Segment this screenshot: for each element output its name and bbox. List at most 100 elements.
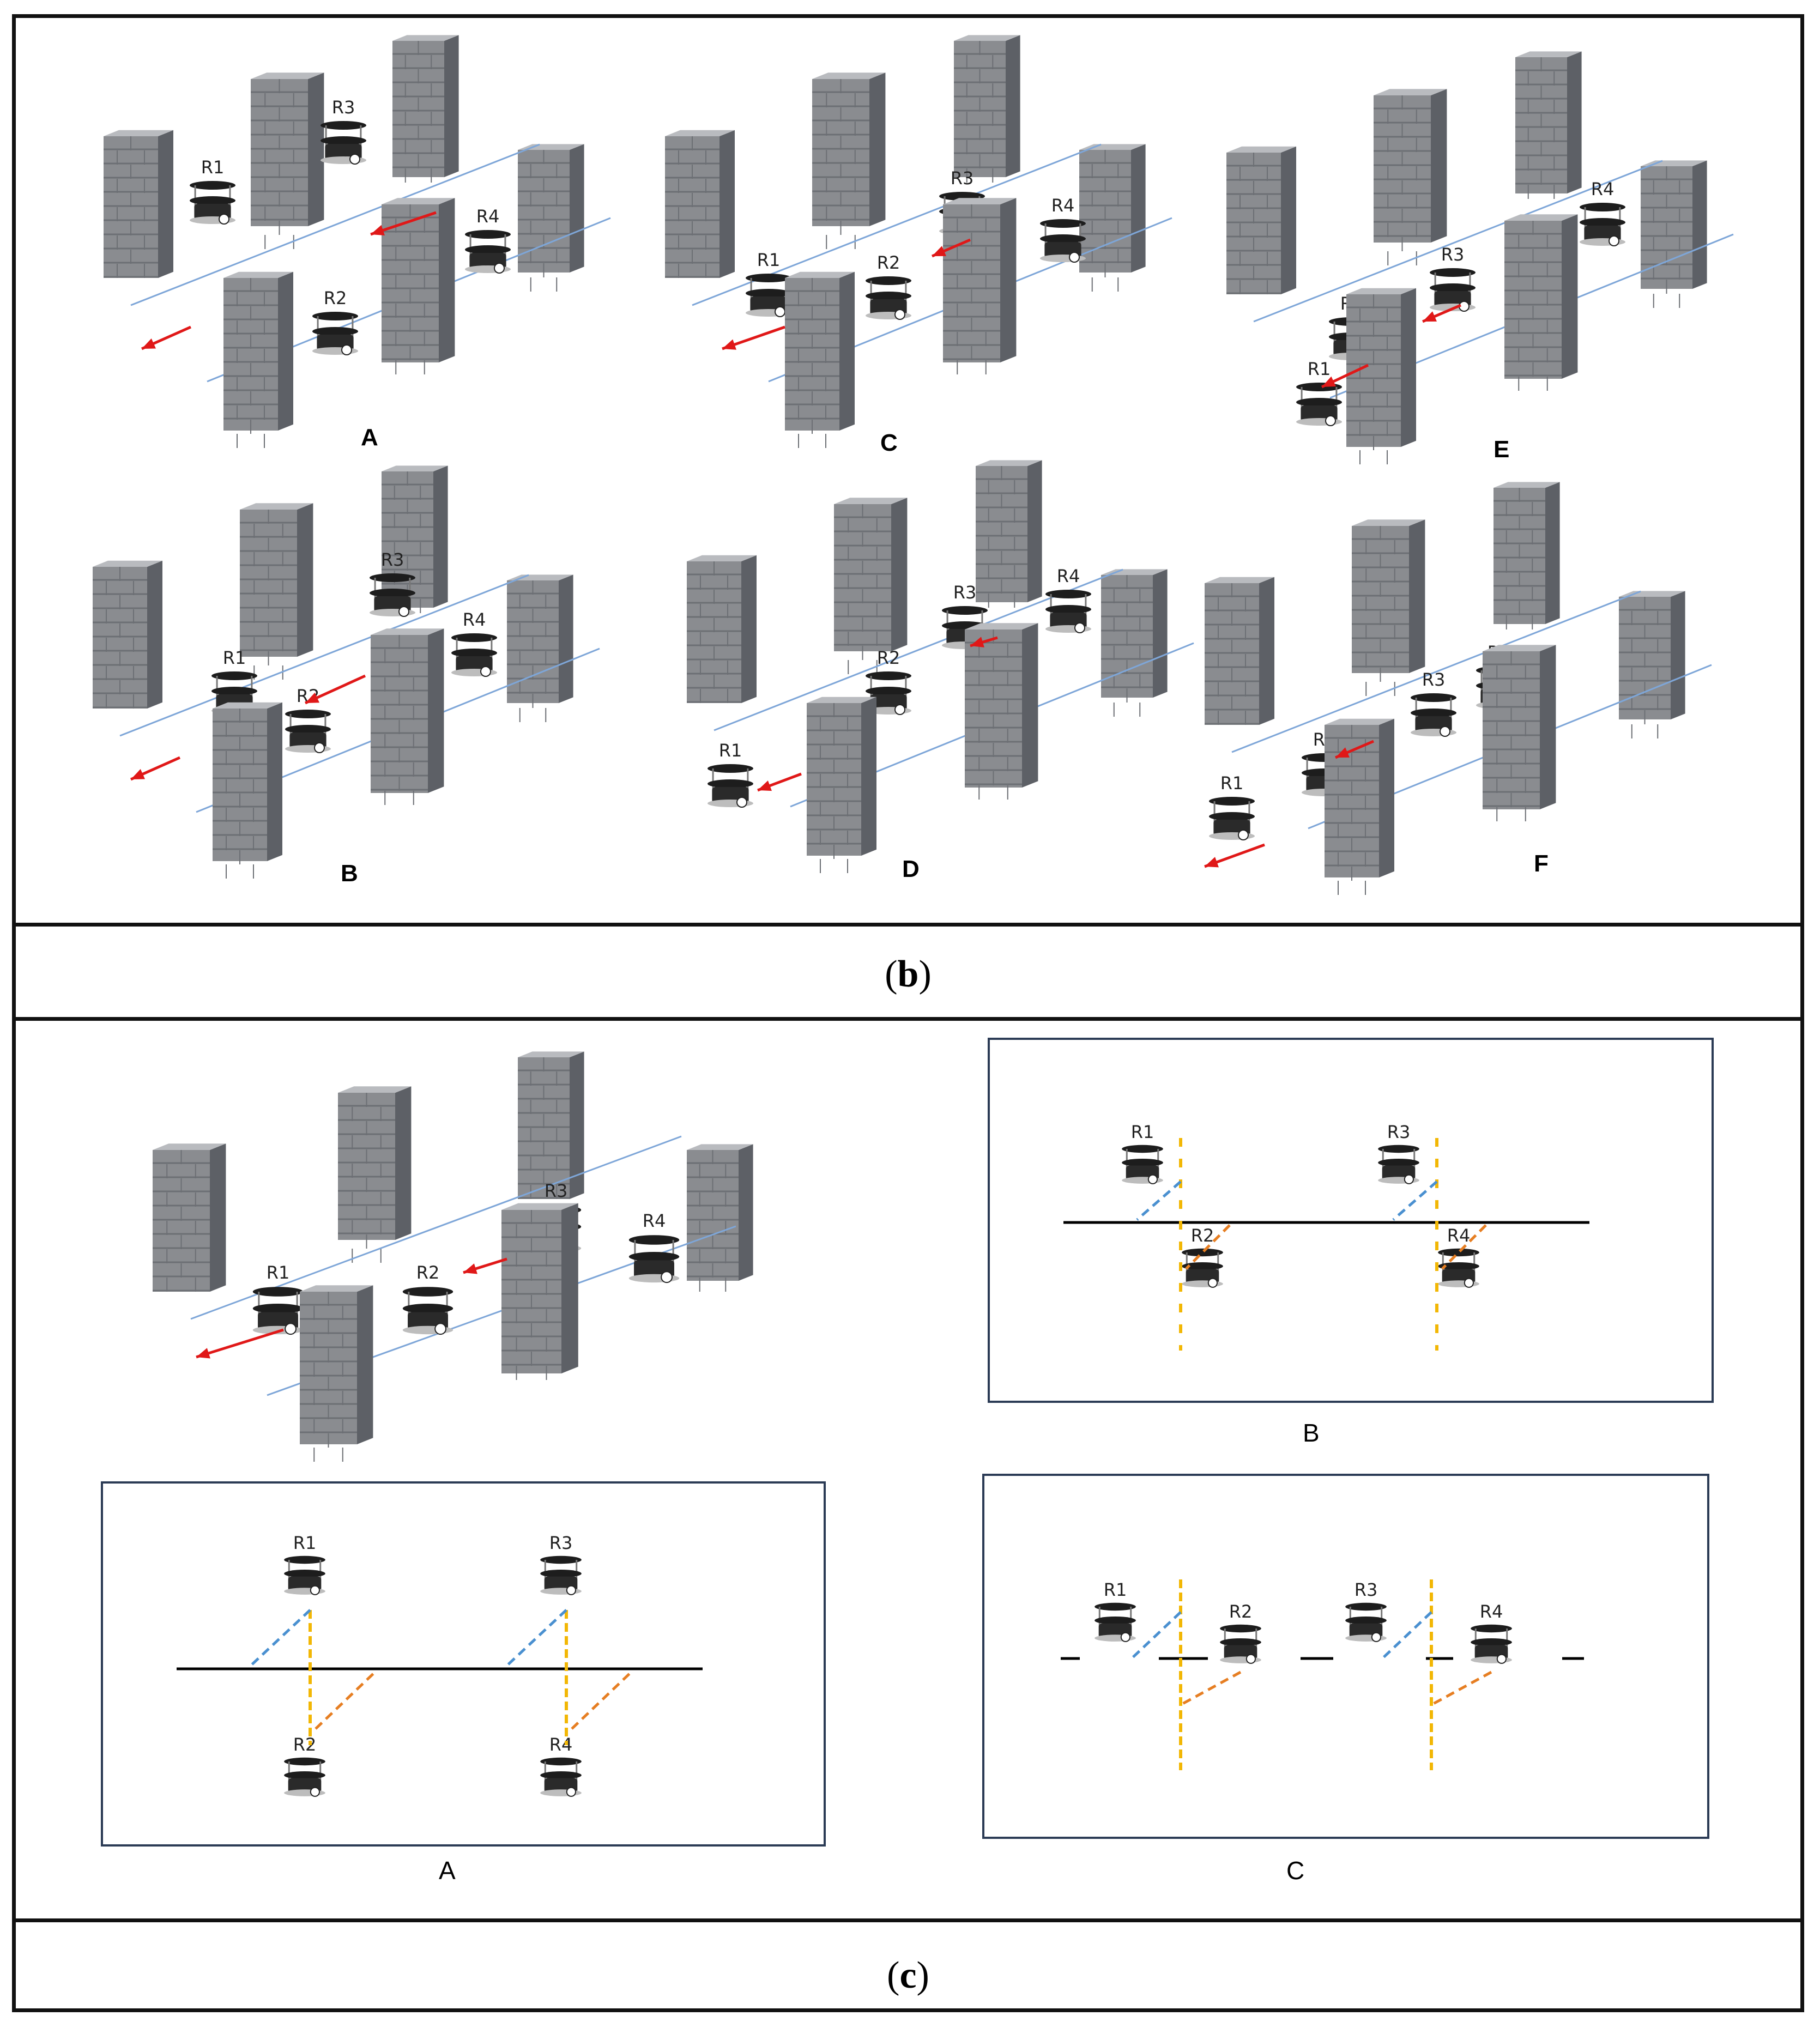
robot-r2: R2 [1182, 1225, 1223, 1288]
pillar [153, 1143, 226, 1292]
robot-r4: R4 [465, 206, 511, 274]
offset-line [1430, 1670, 1492, 1706]
robot-r2: R2 [866, 647, 911, 715]
svg-text:R1: R1 [719, 740, 742, 761]
robot-r4: R4 [1438, 1225, 1479, 1288]
robot-r4: R4 [1040, 195, 1086, 263]
pillar [785, 271, 855, 448]
motion-arrow [1204, 843, 1265, 868]
offset-line [1441, 1224, 1487, 1270]
svg-text:R2: R2 [877, 252, 900, 273]
svg-text:R2: R2 [1229, 1601, 1253, 1622]
scene-label-A: A [361, 424, 378, 451]
offset-line [1185, 1224, 1231, 1270]
motion-arrow [370, 211, 437, 236]
pillar [1346, 288, 1416, 464]
motion-arrow [141, 325, 192, 350]
svg-text:R3: R3 [951, 168, 974, 189]
robot-r1: R1 [1209, 773, 1255, 840]
pillar [1205, 577, 1274, 725]
pillar [1641, 160, 1707, 308]
pillar [251, 72, 324, 249]
pillar [687, 555, 757, 703]
pillar [1504, 214, 1578, 391]
pillar [1079, 144, 1146, 292]
svg-text:R3: R3 [1387, 1122, 1411, 1142]
motion-arrow [757, 772, 802, 792]
pillar [1352, 519, 1425, 696]
svg-text:R3: R3 [332, 97, 355, 118]
caption-c: (c) [887, 1954, 929, 1996]
diagram-label-B: B [1303, 1419, 1320, 1447]
svg-text:R1: R1 [201, 157, 225, 178]
robot-r4: R4 [1045, 566, 1091, 633]
offset-line [249, 1609, 311, 1667]
offset-line [315, 1670, 377, 1730]
svg-text:R4: R4 [1057, 566, 1080, 586]
offset-line [1136, 1181, 1182, 1221]
robot-r1: R1 [284, 1533, 325, 1595]
robot-r1: R1 [1095, 1579, 1136, 1642]
svg-text:R1: R1 [757, 250, 781, 270]
offset-line [1392, 1181, 1438, 1221]
pillar [213, 702, 282, 879]
motion-arrow [304, 674, 366, 705]
svg-text:R2: R2 [1191, 1225, 1214, 1246]
svg-text:R4: R4 [643, 1210, 666, 1231]
pillar [687, 1144, 753, 1292]
motion-arrow [196, 1328, 284, 1359]
scene-label-F: F [1534, 850, 1549, 877]
pillar [976, 460, 1042, 608]
motion-arrow [1422, 304, 1461, 323]
motion-arrow [1321, 364, 1369, 389]
pillar [392, 35, 459, 183]
svg-text:R2: R2 [877, 647, 900, 668]
robot-r3: R3 [1378, 1122, 1419, 1184]
track-line [130, 143, 540, 306]
svg-text:R4: R4 [1591, 179, 1615, 199]
svg-text:R1: R1 [267, 1262, 290, 1283]
pillar [507, 574, 573, 722]
pillar [807, 697, 876, 873]
pillar [371, 628, 444, 805]
track-line [119, 574, 529, 737]
robot-r2: R2 [1220, 1601, 1261, 1664]
svg-text:R3: R3 [953, 582, 977, 603]
robot-r1: R1 [190, 157, 235, 225]
motion-arrow [970, 636, 998, 647]
svg-text:R2: R2 [293, 1734, 317, 1755]
pillar [1325, 718, 1394, 895]
track-line [1231, 590, 1641, 753]
pillar [954, 35, 1020, 183]
robot-r4: R4 [1580, 179, 1625, 246]
robot-r2: R2 [312, 288, 358, 355]
pillar [1226, 146, 1296, 294]
scene-label-C: C [880, 429, 898, 456]
offset-line [505, 1609, 567, 1667]
robot-r1: R1 [708, 740, 753, 808]
svg-text:R3: R3 [381, 549, 404, 570]
offset-line [1180, 1670, 1242, 1706]
svg-text:R4: R4 [476, 206, 500, 227]
divider-section [12, 1017, 1804, 1021]
scene-b-D: R1 R2 R3 R4 [687, 460, 1194, 873]
offset-line [1381, 1611, 1432, 1660]
svg-text:R1: R1 [1131, 1122, 1154, 1142]
pillar [382, 198, 455, 374]
motion-arrow [1335, 740, 1374, 759]
pillar [1515, 51, 1582, 199]
pillar [518, 1051, 584, 1199]
robot-r4: R4 [451, 609, 497, 677]
svg-text:R2: R2 [324, 288, 347, 308]
svg-text:R4: R4 [549, 1734, 573, 1755]
pillar [382, 465, 448, 613]
robot-r1: R1 [252, 1262, 304, 1335]
divider-b [12, 923, 1804, 927]
pillar [1483, 645, 1556, 821]
